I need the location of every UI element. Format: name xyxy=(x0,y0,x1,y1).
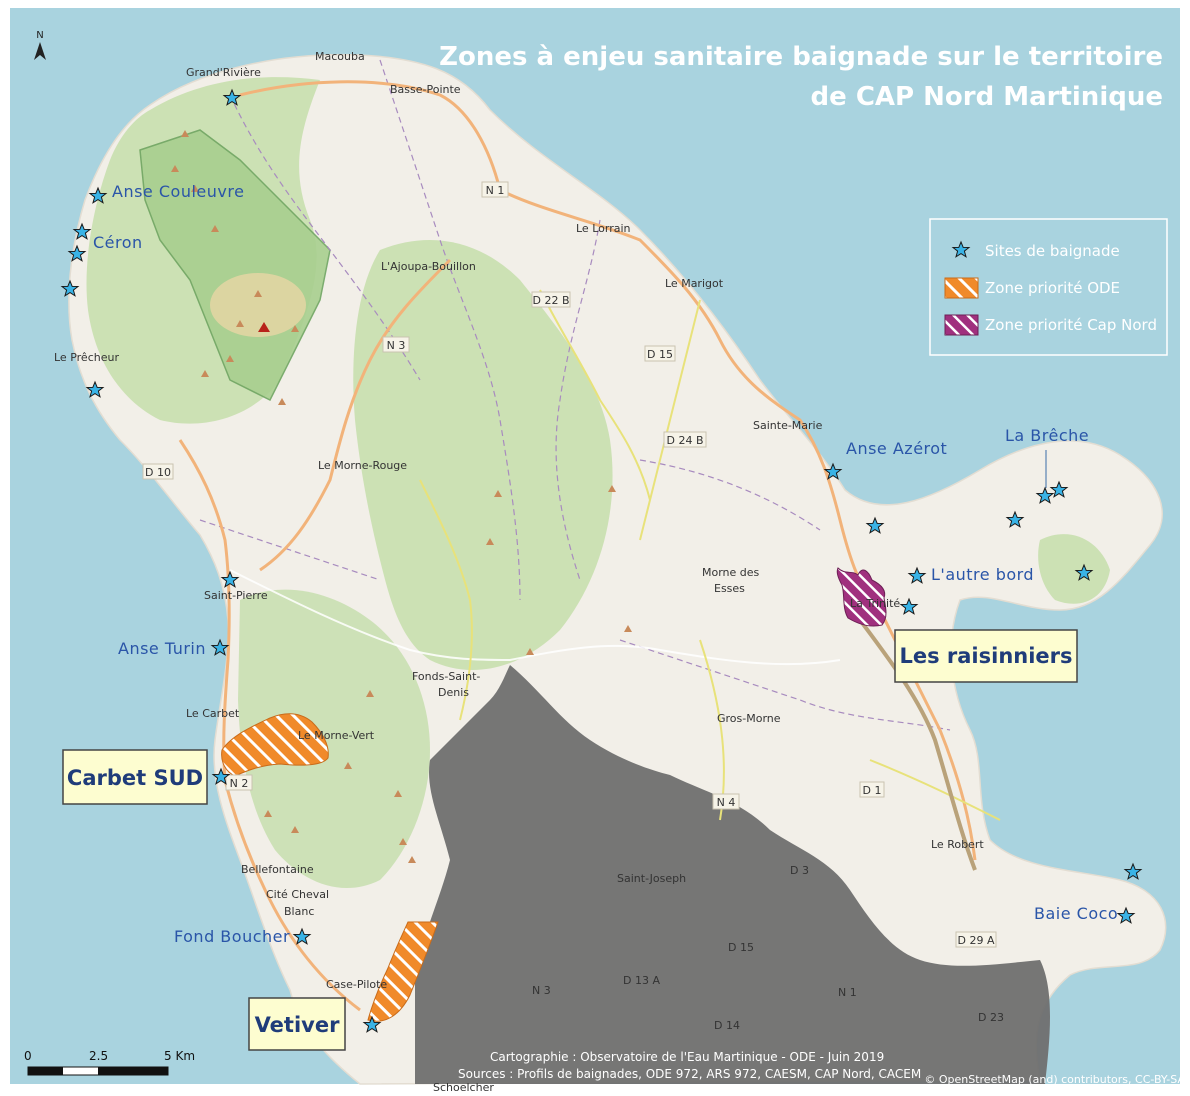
road-d14: D 14 xyxy=(714,1019,740,1032)
town-le-precheur: Le Prêcheur xyxy=(54,351,119,364)
town-schoelcher: Schoelcher xyxy=(433,1081,494,1092)
forest-west xyxy=(238,589,430,889)
peak-markers xyxy=(171,130,632,863)
scale-tick-2: 5 Km xyxy=(164,1049,195,1063)
legend-item-ode: Zone priorité ODE xyxy=(985,279,1120,297)
town-cite-cheval: Cité Cheval xyxy=(266,888,329,901)
legend-item-capnord: Zone priorité Cap Nord xyxy=(985,316,1157,334)
outside-territory-area xyxy=(415,665,1050,1084)
road-n3b: N 3 xyxy=(532,984,551,997)
map-title-line2: de CAP Nord Martinique xyxy=(811,82,1163,112)
callout-les-raisinniers-label: Les raisinniers xyxy=(899,644,1072,668)
site-label-fond-boucher: Fond Boucher xyxy=(174,927,290,946)
site-label-baie-coco: Baie Coco xyxy=(1034,904,1118,923)
road-d23: D 23 xyxy=(978,1011,1004,1024)
site-label-anse-couleuvre: Anse Couleuvre xyxy=(112,182,244,201)
town-esses: Esses xyxy=(714,582,745,595)
site-label-anse-turin: Anse Turin xyxy=(118,639,206,658)
site-labels: Anse Couleuvre Céron Anse Azérot La Brêc… xyxy=(93,182,1118,946)
scale-tick-1: 2.5 xyxy=(89,1049,108,1063)
town-morne-des: Morne des xyxy=(702,566,760,579)
road-labels: N 1 D 22 B N 3 D 15 D 24 B D 10 N 2 N 4 … xyxy=(142,181,1004,1032)
town-denis: Denis xyxy=(438,686,469,699)
town-blanc: Blanc xyxy=(284,905,314,918)
road-n1: N 1 xyxy=(486,184,505,197)
callout-vetiver-label: Vetiver xyxy=(255,1013,341,1037)
forest-center xyxy=(353,240,613,670)
road-n4: N 4 xyxy=(717,796,736,809)
zone-capnord-raisinniers xyxy=(836,567,887,627)
town-basse-pointe: Basse-Pointe xyxy=(390,83,461,96)
town-gros-morne: Gros-Morne xyxy=(717,712,781,725)
town-bellefontaine: Bellefontaine xyxy=(241,863,314,876)
legend-purple-hatch xyxy=(944,314,979,336)
callout-carbet-sud-label: Carbet SUD xyxy=(67,766,203,790)
map-title-line1: Zones à enjeu sanitaire baignade sur le … xyxy=(439,42,1163,72)
town-macouba: Macouba xyxy=(315,50,365,63)
road-n3: N 3 xyxy=(387,339,406,352)
road-d15b: D 15 xyxy=(728,941,754,954)
caravelle-green xyxy=(1038,534,1110,604)
road-d3: D 3 xyxy=(790,864,809,877)
town-trinite: La Trinité xyxy=(850,597,900,610)
town-le-carbet: Le Carbet xyxy=(186,707,240,720)
town-le-marigot: Le Marigot xyxy=(665,277,724,290)
north-arrow-icon: N xyxy=(34,30,46,60)
site-label-autre-bord: L'autre bord xyxy=(931,565,1034,584)
territory-boundary xyxy=(229,569,841,666)
town-sainte-marie: Sainte-Marie xyxy=(753,419,823,432)
legend: Sites de baignade Zone priorité ODE Zone… xyxy=(929,218,1168,356)
town-case-pilote: Case-Pilote xyxy=(326,978,387,991)
site-label-ceron: Céron xyxy=(93,233,143,252)
zone-ode-vetiver xyxy=(367,921,439,1022)
callout-les-raisinniers: Les raisinniers xyxy=(894,629,1078,683)
road-d22b: D 22 B xyxy=(532,294,569,307)
scale-tick-0: 0 xyxy=(24,1049,32,1063)
road-n2: N 2 xyxy=(230,777,249,790)
pelee-summit-icon xyxy=(258,322,270,332)
town-grand-riviere: Grand'Rivière xyxy=(186,66,261,79)
road-d29a: D 29 A xyxy=(958,934,995,947)
road-n1b: N 1 xyxy=(838,986,857,999)
road-d10: D 10 xyxy=(145,466,171,479)
town-fonds-saint: Fonds-Saint- xyxy=(412,670,480,683)
road-d24b: D 24 B xyxy=(666,434,703,447)
legend-orange-hatch xyxy=(944,277,979,299)
credits-line2: Sources : Profils de baignades, ODE 972,… xyxy=(458,1067,921,1081)
osm-attribution: © OpenStreetMap (and) contributors, CC-B… xyxy=(924,1073,1185,1086)
site-label-la-breche: La Brêche xyxy=(1005,426,1089,445)
town-morne-vert: Le Morne-Vert xyxy=(298,729,375,742)
site-label-anse-azerot: Anse Azérot xyxy=(846,439,947,458)
town-le-lorrain: Le Lorrain xyxy=(576,222,631,235)
road-d15: D 15 xyxy=(647,348,673,361)
town-ajoupa: L'Ajoupa-Bouillon xyxy=(381,260,476,273)
north-arrow-label: N xyxy=(36,30,43,41)
road-d13a: D 13 A xyxy=(623,974,660,987)
callout-vetiver: Vetiver xyxy=(248,997,346,1051)
town-saint-joseph: Saint-Joseph xyxy=(617,872,686,885)
town-labels: Macouba Grand'Rivière Basse-Pointe Le Lo… xyxy=(54,50,984,1094)
scale-bar: 0 2.5 5 Km xyxy=(24,1049,195,1076)
town-le-robert: Le Robert xyxy=(931,838,984,851)
town-morne-rouge: Le Morne-Rouge xyxy=(318,459,407,472)
legend-item-sites: Sites de baignade xyxy=(985,242,1120,260)
road-d1: D 1 xyxy=(863,784,882,797)
town-saint-pierre: Saint-Pierre xyxy=(204,589,268,602)
commune-boundaries xyxy=(199,59,951,731)
credits-line1: Cartographie : Observatoire de l'Eau Mar… xyxy=(490,1050,884,1064)
roads xyxy=(178,80,1001,1012)
callout-carbet-sud: Carbet SUD xyxy=(62,749,208,805)
pelee-summit-area xyxy=(210,273,306,337)
